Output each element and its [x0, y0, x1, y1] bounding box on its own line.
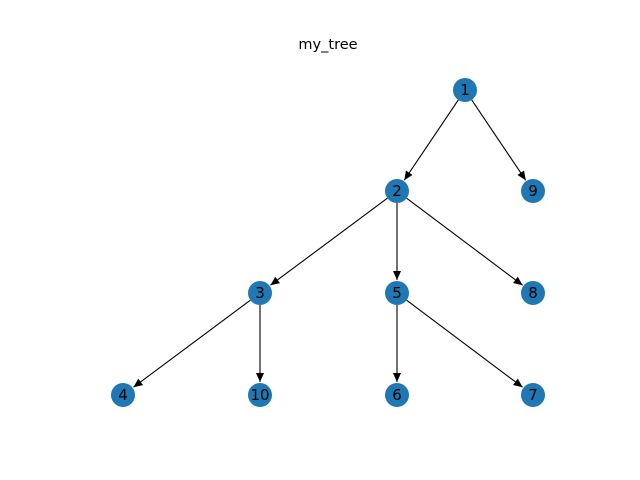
edge-1-to-2: [403, 99, 459, 181]
node-circle: [385, 281, 409, 305]
nodes-layer: 1 2 9 3 5 8 4 10 6 7: [111, 78, 545, 407]
node-label: 2: [392, 182, 402, 200]
edge-3-to-4: [133, 299, 251, 388]
tree-node-6: 6: [385, 383, 409, 407]
node-circle: [521, 281, 545, 305]
node-label: 8: [528, 284, 538, 302]
tree-node-1: 1: [453, 78, 477, 102]
tree-node-2: 2: [385, 179, 409, 203]
tree-node-10: 10: [248, 383, 272, 407]
node-label: 10: [250, 386, 269, 404]
edge-2-to-3: [270, 197, 388, 286]
node-circle: [521, 179, 545, 203]
tree-node-5: 5: [385, 281, 409, 305]
node-label: 6: [392, 386, 402, 404]
tree-node-8: 8: [521, 281, 545, 305]
node-circle: [248, 281, 272, 305]
edge-5-to-7: [406, 299, 523, 388]
tree-node-4: 4: [111, 383, 135, 407]
node-label: 4: [118, 386, 128, 404]
node-circle: [385, 383, 409, 407]
node-circle: [385, 179, 409, 203]
edge-1-to-9: [471, 99, 527, 181]
node-label: 3: [255, 284, 265, 302]
tree-node-7: 7: [521, 383, 545, 407]
diagram-title: my_tree: [298, 37, 357, 53]
edge-2-to-8: [406, 197, 523, 286]
node-label: 7: [528, 386, 538, 404]
node-circle: [521, 383, 545, 407]
tree-node-9: 9: [521, 179, 545, 203]
node-label: 1: [460, 81, 470, 99]
node-circle: [111, 383, 135, 407]
node-label: 9: [528, 182, 538, 200]
edges-layer: [133, 99, 527, 388]
tree-node-3: 3: [248, 281, 272, 305]
node-circle: [248, 383, 272, 407]
node-label: 5: [392, 284, 402, 302]
node-circle: [453, 78, 477, 102]
